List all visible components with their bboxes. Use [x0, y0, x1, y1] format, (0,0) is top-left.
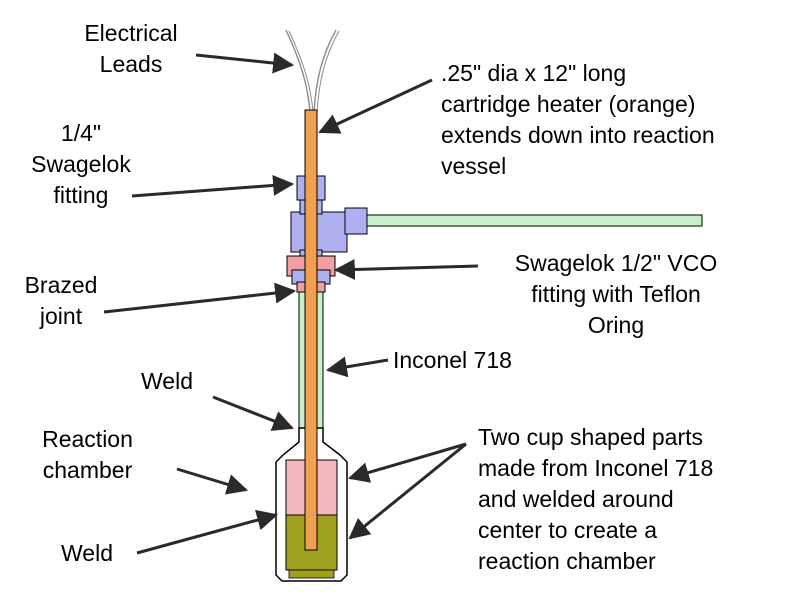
label-reaction-chamber: Reaction chamber	[42, 426, 133, 483]
chamber-lower-base	[288, 569, 335, 579]
label-weld-lower: Weld	[61, 540, 113, 566]
arrow-cup-lower	[348, 442, 467, 540]
label-brazed-joint: Brazed joint	[24, 272, 98, 329]
arrow-brazed-joint	[103, 282, 297, 314]
label-electrical-leads: Electrical Leads	[84, 20, 178, 77]
cartridge-heater	[304, 109, 318, 551]
electrical-lead-left	[285, 29, 311, 113]
arrow-inconel	[325, 356, 389, 378]
label-cup-parts: Two cup shaped parts made from Inconel 7…	[478, 424, 714, 574]
electrical-lead-right	[313, 29, 337, 113]
arrow-weld-upper	[212, 395, 294, 431]
swagelok-tee-body	[290, 211, 348, 253]
label-swagelok-quarter: 1/4" Swagelok fitting	[31, 120, 131, 208]
arrow-weld-lower	[136, 509, 279, 555]
electrical-lead-left-inner	[288, 30, 314, 113]
arrow-cup-upper	[347, 442, 467, 483]
label-heater: .25" dia x 12" long cartridge heater (or…	[441, 60, 715, 179]
arrow-vco-fitting	[333, 258, 479, 280]
electrical-lead-right-inner	[316, 30, 340, 113]
swagelok-side-port	[344, 207, 368, 235]
arrow-heater	[318, 78, 433, 134]
label-weld-upper: Weld	[141, 368, 193, 394]
side-tube	[364, 214, 703, 227]
label-vco-fitting: Swagelok 1/2" VCO fitting with Teflon Or…	[514, 250, 718, 338]
label-inconel: Inconel 718	[393, 347, 512, 373]
arrow-swagelok-quarter	[131, 174, 295, 198]
arrow-electrical-leads	[195, 52, 295, 74]
arrow-reaction-chamber	[176, 467, 249, 495]
